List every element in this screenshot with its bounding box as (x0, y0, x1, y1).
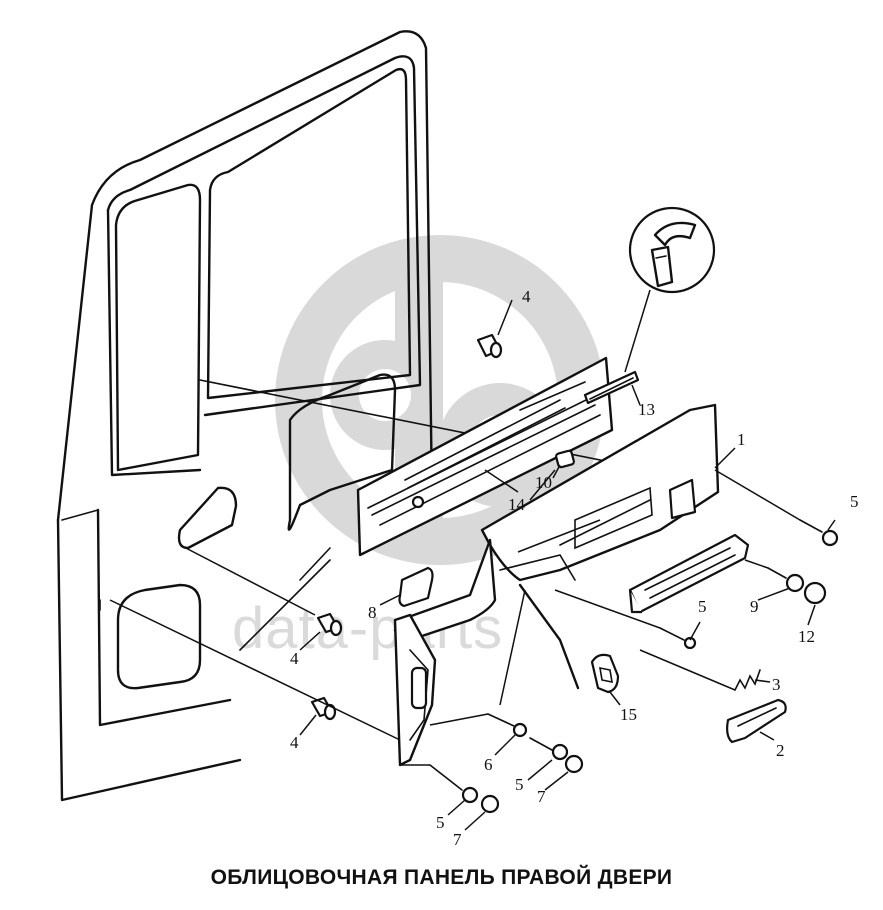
part-14-trim-strip (356, 356, 614, 557)
exploded-parts-diagram: data-parts (56, 30, 859, 849)
diagram-caption: ОБЛИЦОВОЧНАЯ ПАНЕЛЬ ПРАВОЙ ДВЕРИ (210, 866, 673, 889)
callout-3: 3 (772, 675, 781, 694)
seal-detail-inset (624, 206, 716, 373)
part-15-bezel (590, 653, 620, 694)
callout-14: 14 (508, 495, 526, 514)
part-3-spring (734, 669, 761, 691)
callout-10: 10 (535, 473, 552, 492)
callout-2: 2 (776, 741, 785, 760)
callout-5-bottom: 5 (436, 813, 445, 832)
callout-12: 12 (798, 627, 815, 646)
part-8-pad (398, 566, 434, 608)
callout-4-mid: 4 (290, 649, 299, 668)
callout-4-top: 4 (522, 287, 531, 306)
part-10-clip (555, 449, 575, 469)
callout-15: 15 (620, 705, 637, 724)
callout-1: 1 (737, 430, 746, 449)
part-2-handle-cover (726, 698, 787, 744)
part-13-seal-strip (583, 370, 640, 405)
armrest-bracket (628, 533, 750, 614)
callout-5-right: 5 (850, 492, 859, 511)
callout-7-bottom: 7 (453, 830, 462, 849)
fasteners (310, 333, 839, 814)
door-frame (56, 30, 651, 802)
callout-4-bottom: 4 (290, 733, 299, 752)
callout-9: 9 (750, 597, 759, 616)
part-1-lower-panel (480, 403, 720, 582)
assembly-lines (109, 469, 801, 766)
callout-13: 13 (638, 400, 655, 419)
callout-6: 6 (484, 755, 493, 774)
callout-leaders (299, 299, 836, 831)
callout-8: 8 (368, 603, 377, 622)
callout-7-lower: 7 (537, 787, 546, 806)
callout-5-mid: 5 (698, 597, 707, 616)
callout-5-lower: 5 (515, 775, 524, 794)
